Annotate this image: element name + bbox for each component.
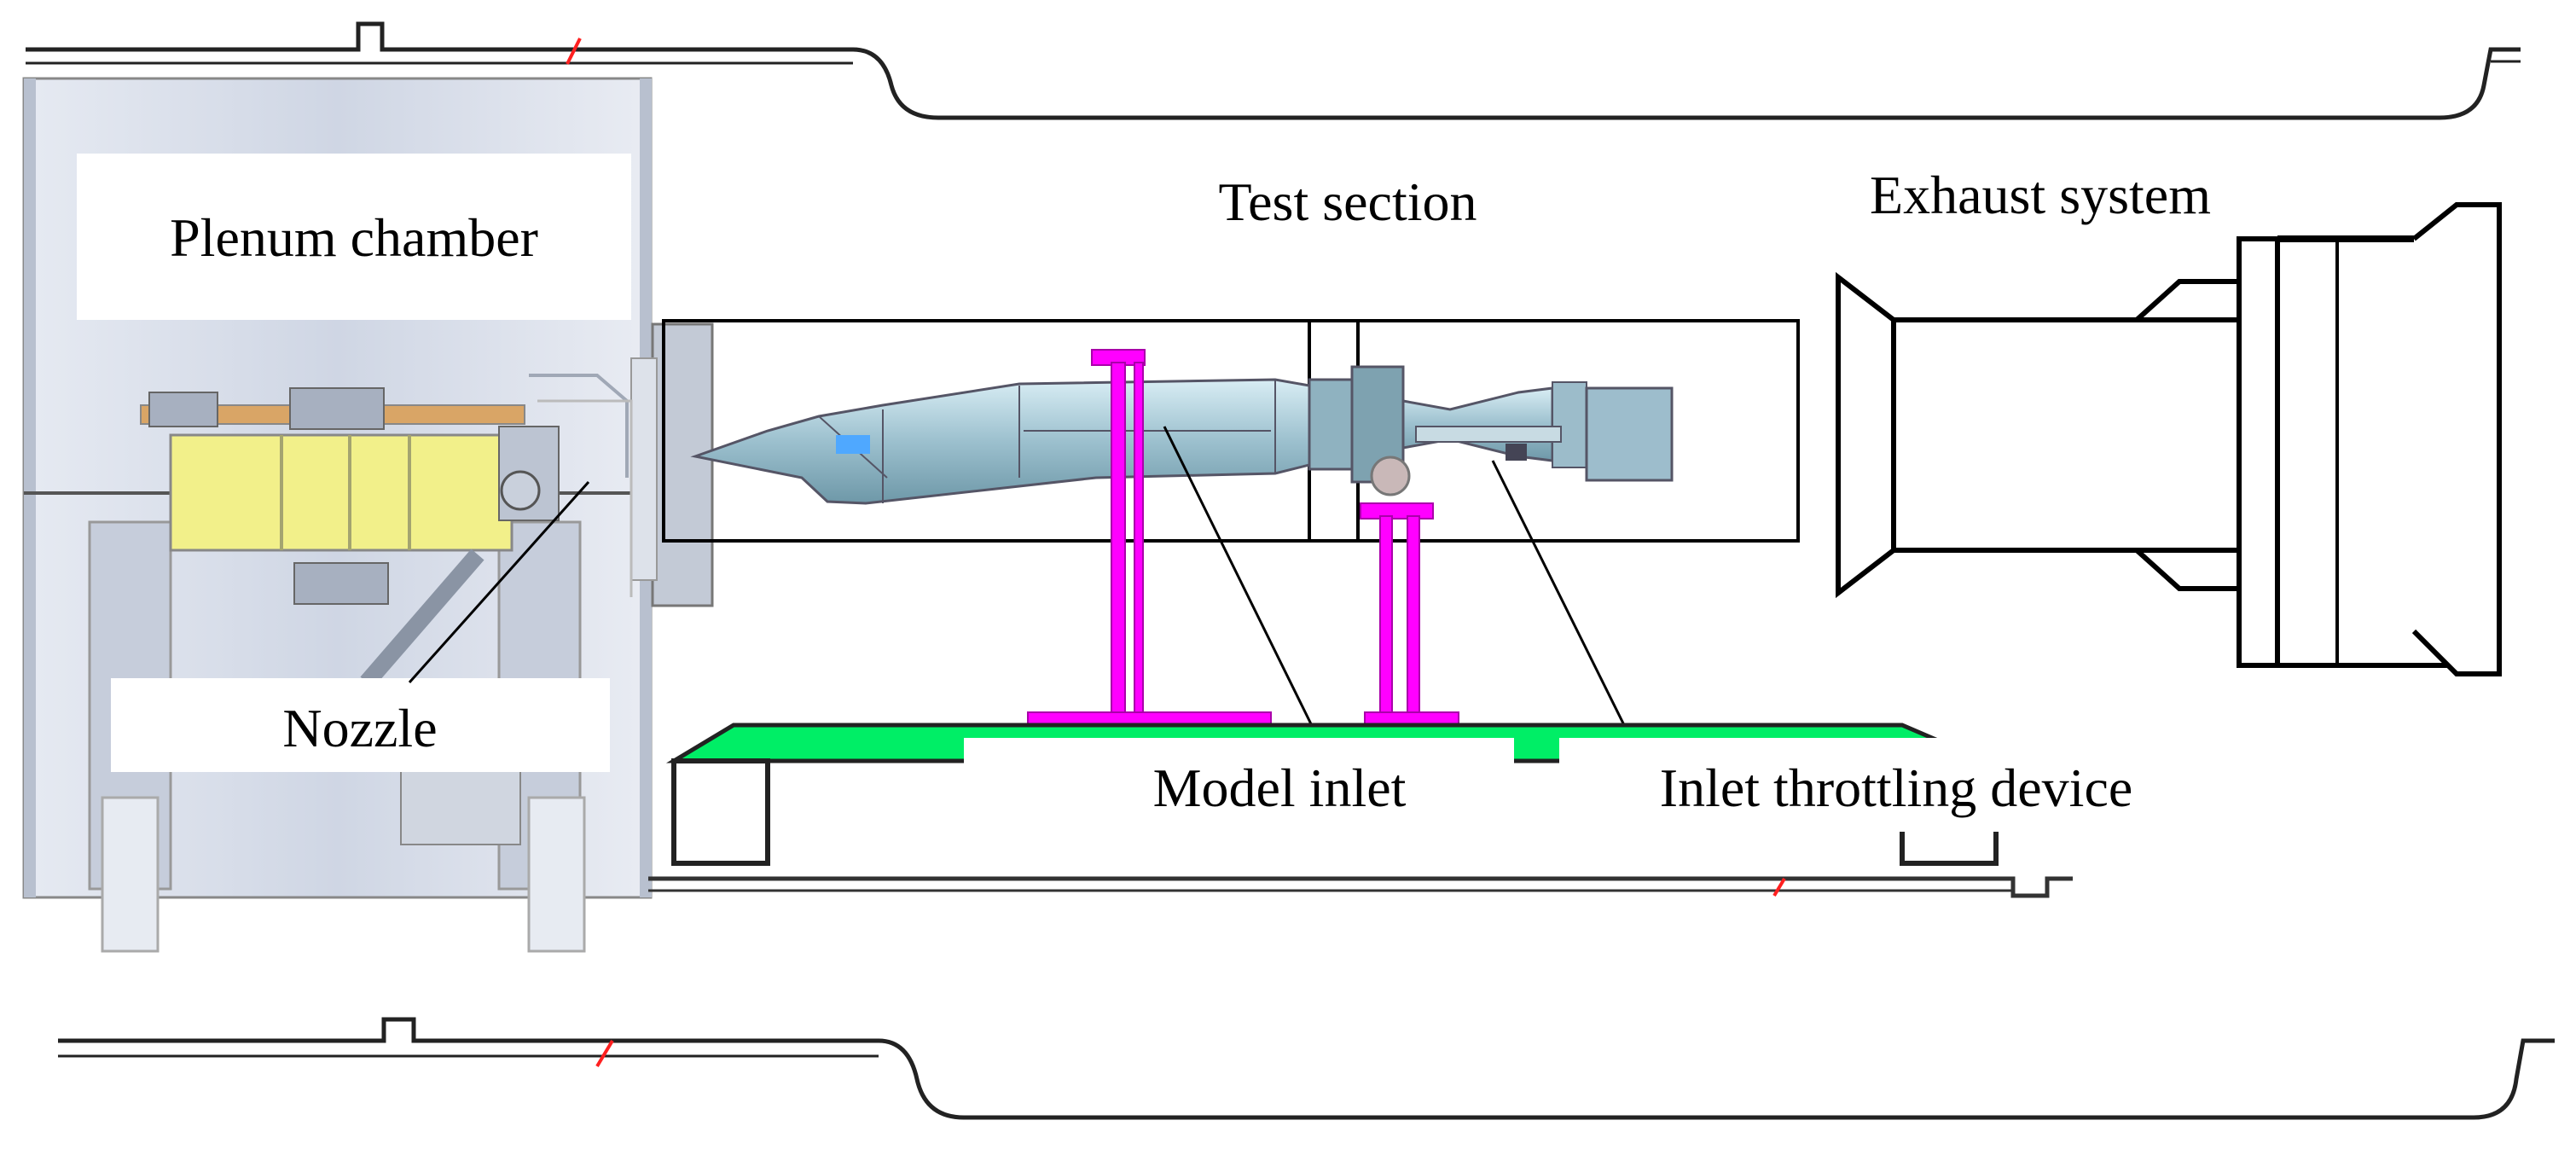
bottom-wall-cut-mark bbox=[595, 1039, 614, 1068]
inlet-throttling-device-label: Inlet throttling device bbox=[1660, 758, 2133, 818]
top-wall-cut-mark bbox=[566, 38, 582, 65]
throttling-leader-line bbox=[1491, 460, 1631, 736]
bottom-tunnel-wall bbox=[58, 1017, 2555, 1120]
plenum-label-box bbox=[77, 154, 631, 320]
throttling-label-box bbox=[1559, 738, 2233, 832]
support-stand-throttle bbox=[1360, 502, 1459, 729]
lower-wall-cut-mark bbox=[1772, 877, 1786, 897]
test-section-label: Test section bbox=[1219, 171, 1477, 232]
top-tunnel-wall bbox=[26, 21, 2521, 120]
lower-test-wall bbox=[648, 876, 2073, 898]
model-inlet-leader-line bbox=[1163, 426, 1320, 739]
model-inlet-label-box bbox=[964, 738, 1514, 832]
plenum-mechanism bbox=[140, 374, 629, 845]
nozzle-label-box bbox=[111, 678, 610, 772]
model-inlet-label: Model inlet bbox=[1153, 758, 1407, 818]
nozzle-leader-line bbox=[408, 481, 590, 683]
throttling-device-body bbox=[1370, 381, 1674, 496]
exhaust-system bbox=[1836, 202, 2502, 676]
model-inlet-body bbox=[690, 365, 1405, 505]
plenum-chamber-label: Plenum chamber bbox=[170, 207, 538, 268]
nozzle-label: Nozzle bbox=[282, 698, 437, 758]
exhaust-system-label: Exhaust system bbox=[1870, 165, 2211, 225]
